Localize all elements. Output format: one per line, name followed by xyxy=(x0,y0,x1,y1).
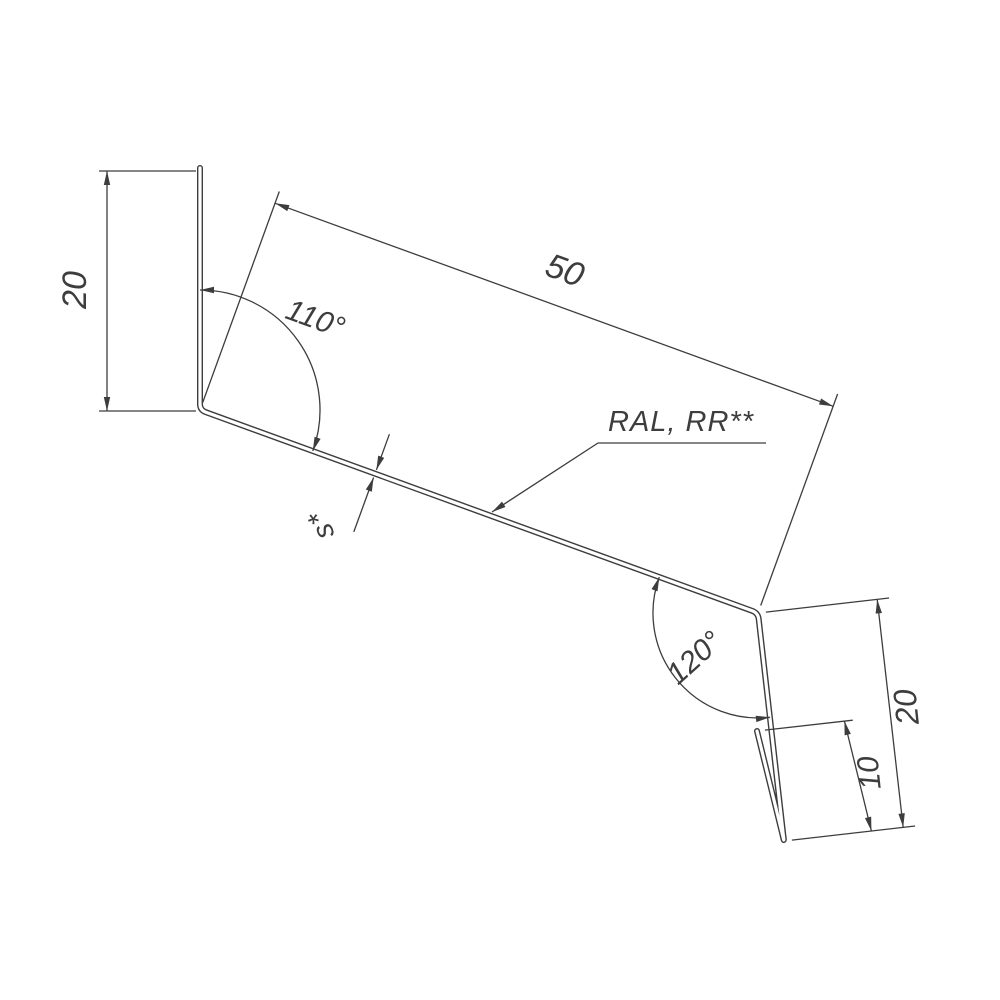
extension-line xyxy=(764,719,853,731)
dim-face-length-label: 50 xyxy=(540,246,589,295)
dimension-left-height: 20 xyxy=(56,170,196,412)
dimension-line xyxy=(274,202,834,407)
dim-left-height-label: 20 xyxy=(56,271,94,310)
profile-outline-inner xyxy=(198,166,786,842)
dimension-top-angle: 110° xyxy=(199,286,349,452)
profile-outline xyxy=(197,165,787,843)
dimension-face-length: 50 xyxy=(202,191,839,606)
profile-outline-outer xyxy=(197,165,787,843)
angle-arc xyxy=(651,576,770,723)
coating-label: RAL, RR** xyxy=(608,406,755,438)
dim-top-angle-label: 110° xyxy=(281,293,349,344)
dimension-hem: 10 xyxy=(764,719,888,832)
leader-line xyxy=(491,442,766,513)
extension-line xyxy=(765,597,890,613)
thickness-arrow-lower xyxy=(353,477,375,533)
dimension-line xyxy=(875,599,905,828)
thickness-arrow-upper xyxy=(375,433,391,471)
dim-right-height-label: 20 xyxy=(886,687,926,727)
angle-arc xyxy=(199,286,321,452)
extension-line xyxy=(760,393,839,606)
extension-line xyxy=(791,825,916,841)
dimension-line xyxy=(843,720,873,832)
dim-bottom-angle-label: 120° xyxy=(661,625,729,691)
dimension-right-height: 20 xyxy=(765,597,926,841)
coating-callout: RAL, RR** xyxy=(491,406,766,513)
dim-hem-label: 10 xyxy=(851,754,887,791)
dim-thickness-label: s* xyxy=(302,506,342,544)
